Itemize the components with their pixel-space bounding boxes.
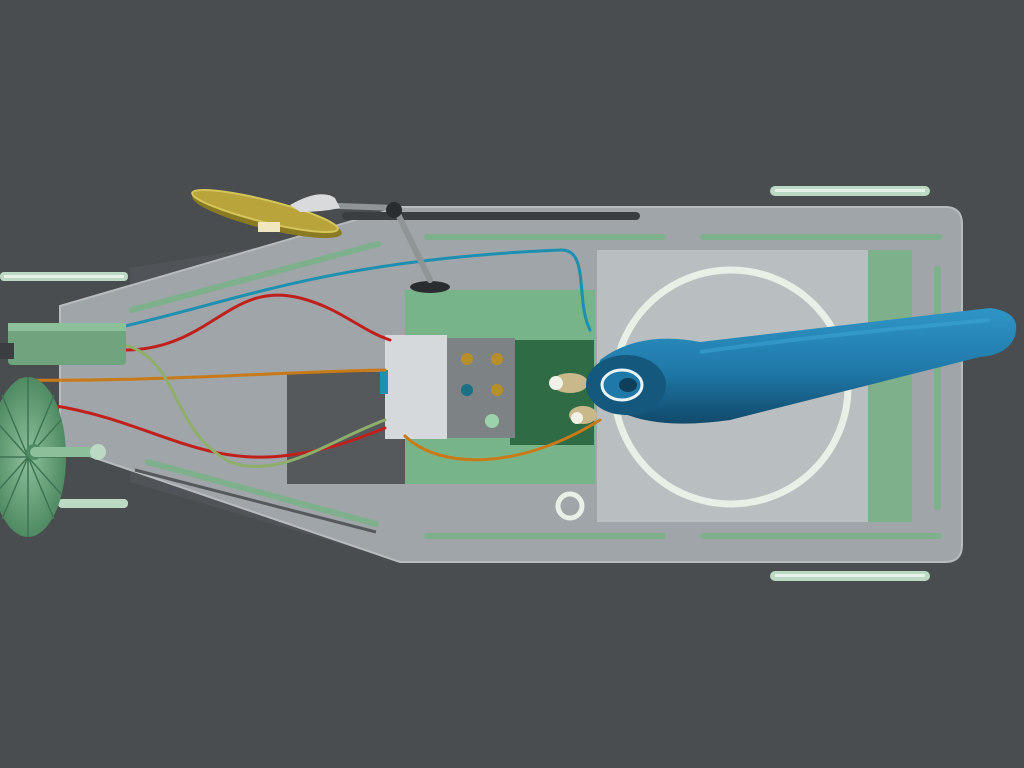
mount-hole: [555, 491, 585, 521]
diagonal-slot-top: [129, 241, 381, 313]
left-wheel: [0, 377, 106, 537]
wire-orange-lower: [403, 418, 602, 462]
gripper-arm: [586, 308, 1017, 424]
wire-red-top: [123, 293, 392, 352]
motor-unit: [0, 323, 126, 365]
wire-green: [123, 343, 387, 468]
sensor-module-body: [385, 335, 447, 439]
sensor-module-leds: [461, 353, 503, 428]
wire-red-bottom: [48, 403, 387, 459]
sensor-connector: [380, 370, 388, 394]
diagonal-slot-bottom: [145, 459, 379, 527]
circuit-board-dark: [510, 340, 594, 445]
right-axle-bottom: [770, 571, 930, 581]
target-pad-edge: [868, 250, 912, 522]
wire-blue: [123, 248, 592, 332]
wire-orange: [18, 368, 387, 382]
caster-balls: [549, 373, 597, 424]
sensor-module-face: [447, 338, 515, 438]
diagonal-slot-bottom-shadow: [134, 468, 377, 534]
gear-assembly: [191, 188, 342, 239]
standoff-top: [410, 281, 450, 293]
right-axle-top: [770, 186, 930, 196]
left-axle-top: [0, 272, 128, 281]
linkage-joint: [386, 202, 402, 218]
chassis-slots: [342, 212, 942, 539]
left-axle-bottom: [58, 499, 128, 508]
